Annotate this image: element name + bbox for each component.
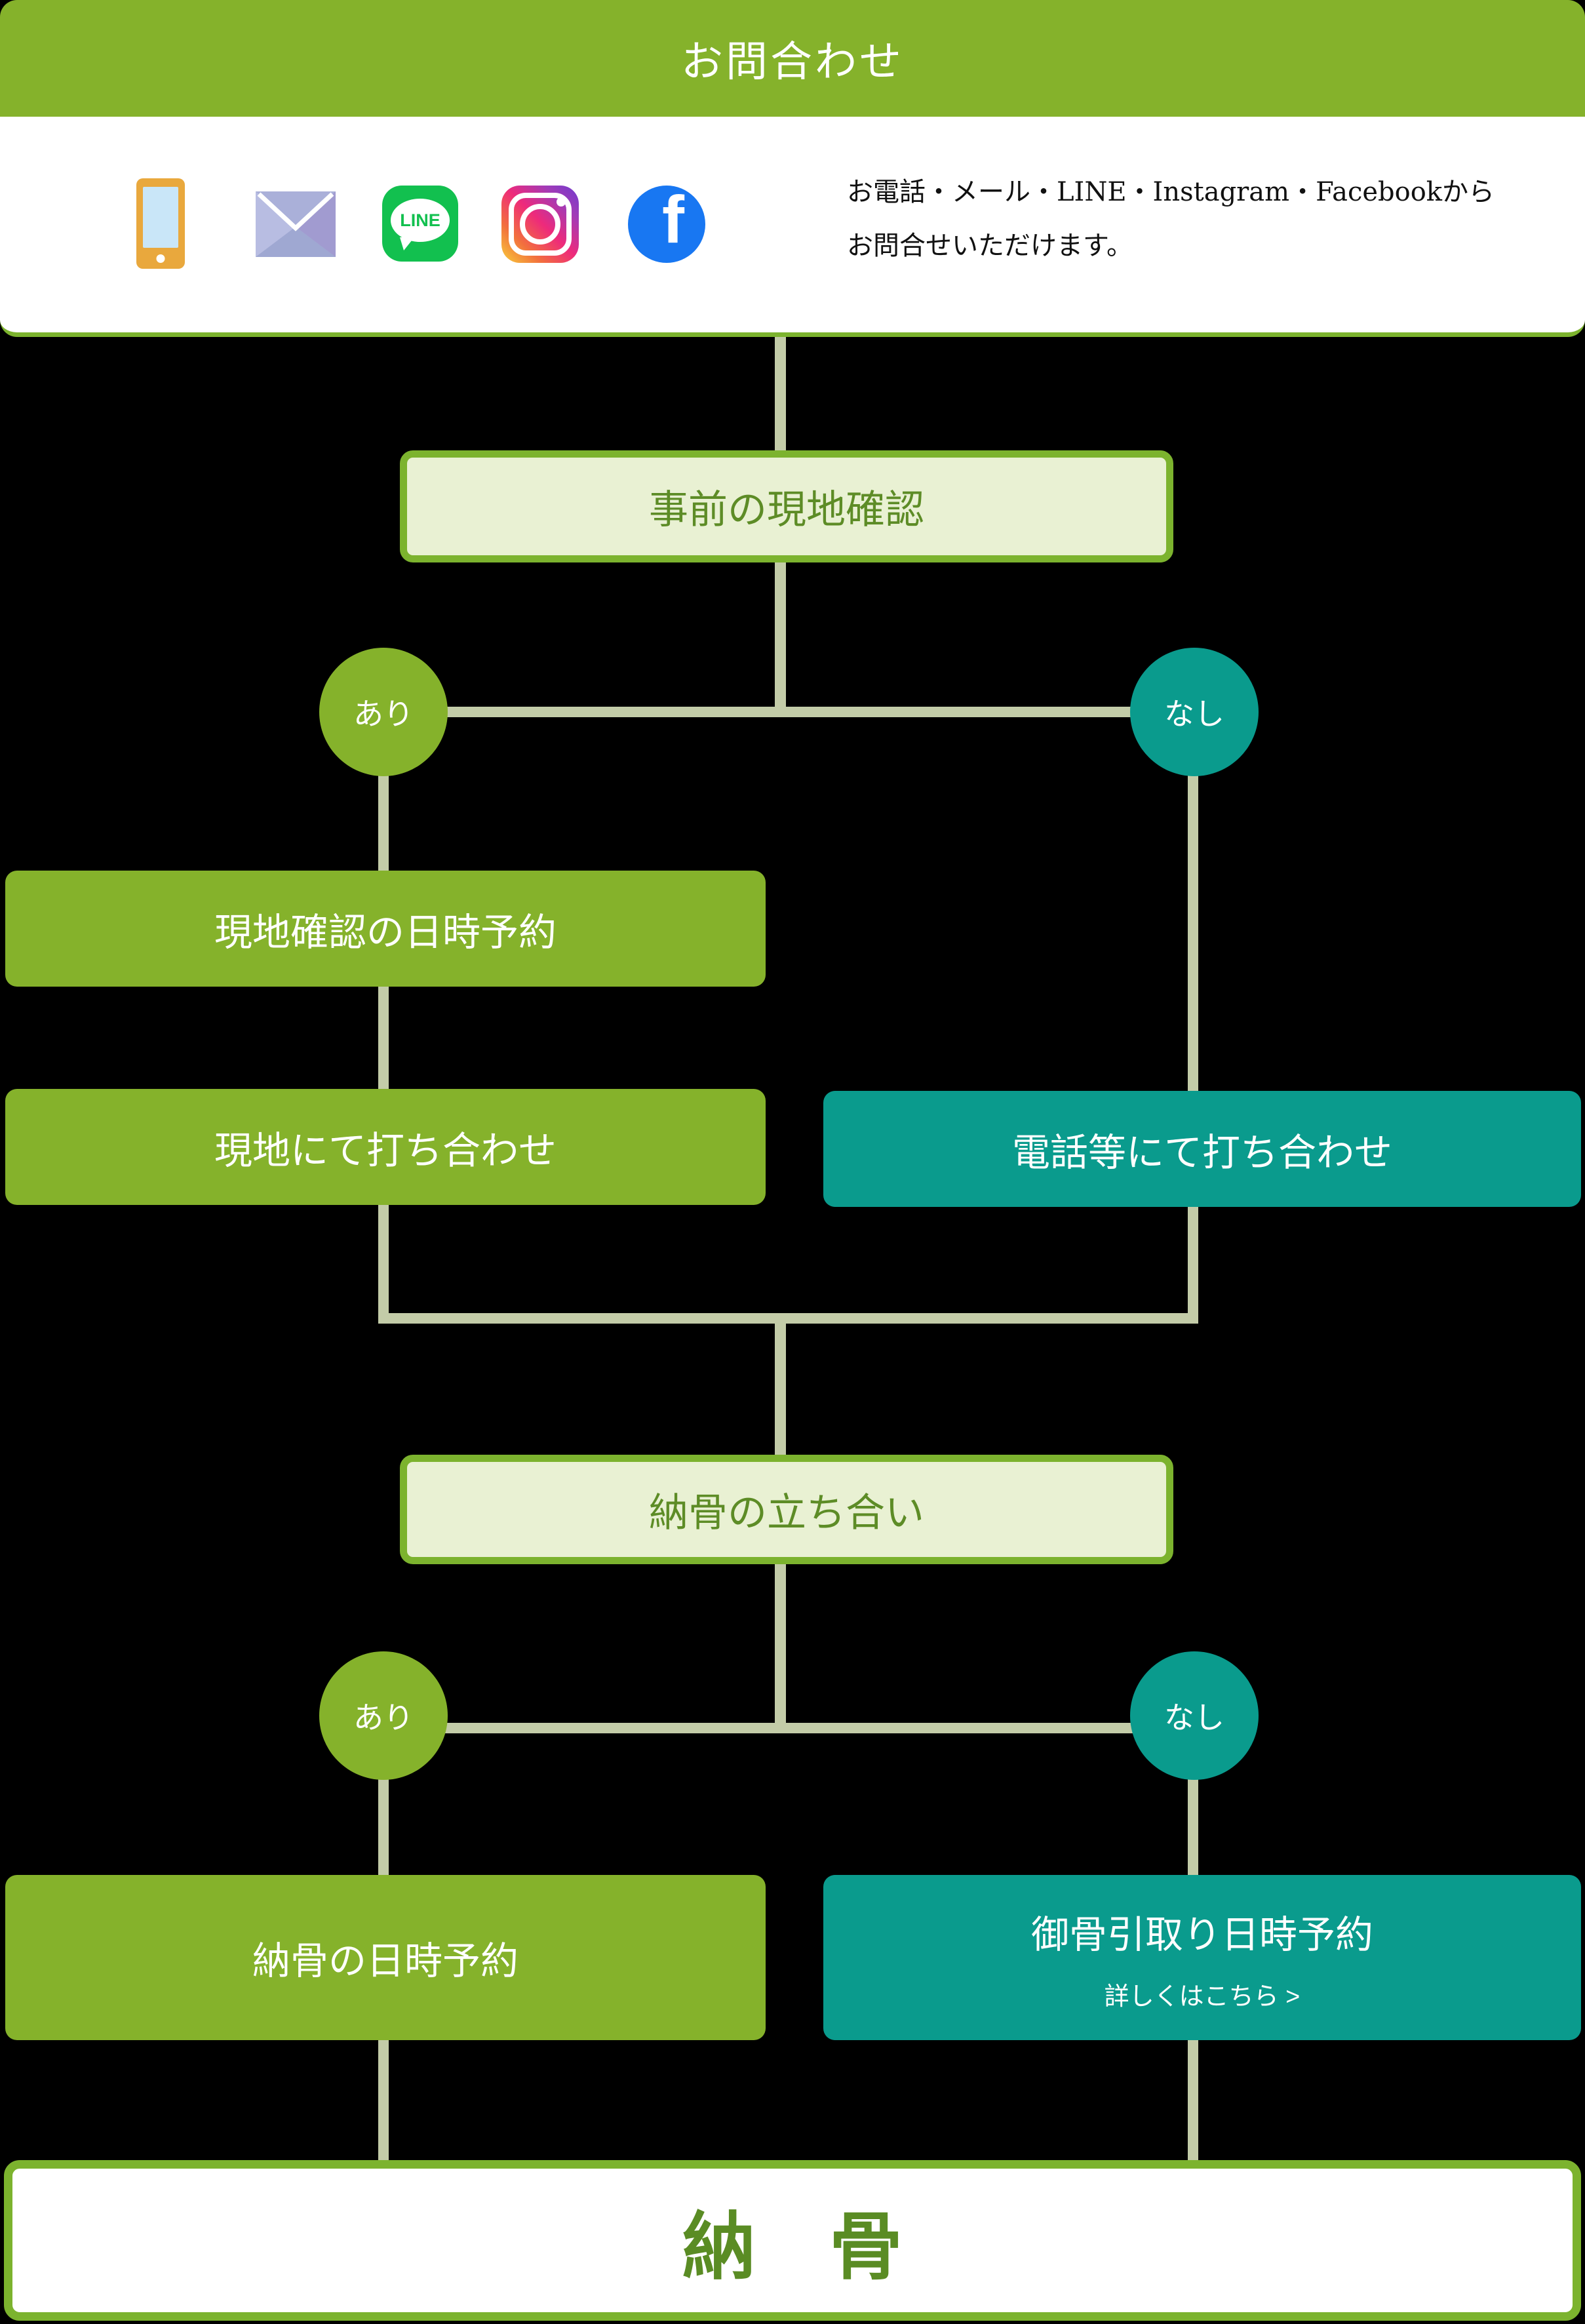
connector-decision1-horizontal — [383, 707, 1194, 717]
onsite-meeting-box: 現地にて打ち合わせ — [5, 1089, 766, 1205]
connector-precheck-to-decision1 — [775, 561, 786, 709]
connector-merge-to-attendance — [775, 1322, 786, 1456]
mail-icon[interactable] — [256, 191, 336, 257]
contact-header-title: お問合わせ — [681, 38, 904, 85]
phone-screen — [143, 187, 178, 248]
precheck-label: 事前の現地確認 — [649, 488, 924, 532]
instagram-lens — [520, 204, 560, 245]
decision2-yes-circle: あり — [319, 1651, 448, 1780]
connector-decision2-horizontal — [383, 1723, 1194, 1733]
facebook-icon[interactable]: f — [628, 186, 705, 263]
connector-merge-bar — [378, 1313, 1198, 1324]
connector-reservation-to-onsite — [378, 985, 389, 1090]
precheck-box: 事前の現地確認 — [400, 450, 1173, 562]
instagram-icon[interactable] — [501, 186, 579, 263]
connector-onsite-to-merge — [378, 1204, 389, 1316]
final-interment-box: 納 骨 — [4, 2160, 1581, 2321]
site-visit-reservation-label: 現地確認の日時予約 — [214, 911, 557, 954]
contact-description-line1: お電話・メール・LINE・Instagram・Facebookから — [847, 177, 1495, 207]
connector-attendance-to-decision2 — [775, 1562, 786, 1729]
ash-pickup-box[interactable]: 御骨引取り日時予約 詳しくはこちら > — [823, 1875, 1581, 2040]
final-interment-label: 納 骨 — [682, 2205, 903, 2288]
phone-meeting-label: 電話等にて打ち合わせ — [1011, 1131, 1392, 1174]
interment-reservation-label: 納骨の日時予約 — [252, 1940, 519, 1982]
phone-home-button — [156, 254, 165, 263]
contact-description: お電話・メール・LINE・Instagram・Facebookから お問合せいた… — [847, 165, 1495, 273]
phone-icon[interactable] — [136, 178, 185, 269]
interment-reservation-box: 納骨の日時予約 — [5, 1875, 766, 2040]
instagram-flash-dot — [557, 197, 566, 207]
line-icon[interactable]: LINE — [382, 186, 458, 262]
interment-attendance-box: 納骨の立ち合い — [400, 1455, 1173, 1564]
connector-header-to-precheck — [775, 333, 786, 455]
line-label: LINE — [400, 210, 440, 230]
connector-no2-to-pickup — [1188, 1777, 1198, 1877]
decision1-no-circle: なし — [1130, 648, 1259, 776]
line-speech-bubble: LINE — [391, 199, 450, 250]
contact-header-bar: お問合わせ — [0, 0, 1585, 117]
connector-yes1-to-reservation — [378, 775, 389, 872]
phone-meeting-box: 電話等にて打ち合わせ — [823, 1091, 1581, 1207]
instagram-frame — [509, 193, 572, 256]
connector-yes2-to-interment-reservation — [378, 1777, 389, 1877]
contact-description-line2: お問合せいただけます。 — [847, 231, 1133, 261]
facebook-f-glyph: f — [662, 186, 684, 257]
connector-phone-meeting-to-merge — [1188, 1206, 1198, 1316]
decision1-yes-circle: あり — [319, 648, 448, 776]
site-visit-reservation-box: 現地確認の日時予約 — [5, 871, 766, 987]
decision2-yes-label: あり — [353, 1701, 414, 1735]
decision1-yes-label: あり — [353, 697, 414, 731]
decision1-no-label: なし — [1164, 697, 1224, 731]
contact-panel: LINE f お電話・メール・LINE・Instagram・Facebookから… — [0, 117, 1585, 337]
connector-pickup-to-final — [1188, 2039, 1198, 2163]
ash-pickup-title: 御骨引取り日時予約 — [1030, 1913, 1373, 1956]
connector-reservation-to-final — [378, 2039, 389, 2163]
interment-attendance-label: 納骨の立ち合い — [649, 1491, 924, 1535]
decision2-no-circle: なし — [1130, 1651, 1259, 1780]
pickup-details-link[interactable]: 詳しくはこちら > — [1104, 1982, 1301, 2011]
connector-no1-to-phone-meeting — [1188, 775, 1198, 1092]
decision2-no-label: なし — [1164, 1701, 1224, 1735]
onsite-meeting-label: 現地にて打ち合わせ — [214, 1129, 557, 1172]
